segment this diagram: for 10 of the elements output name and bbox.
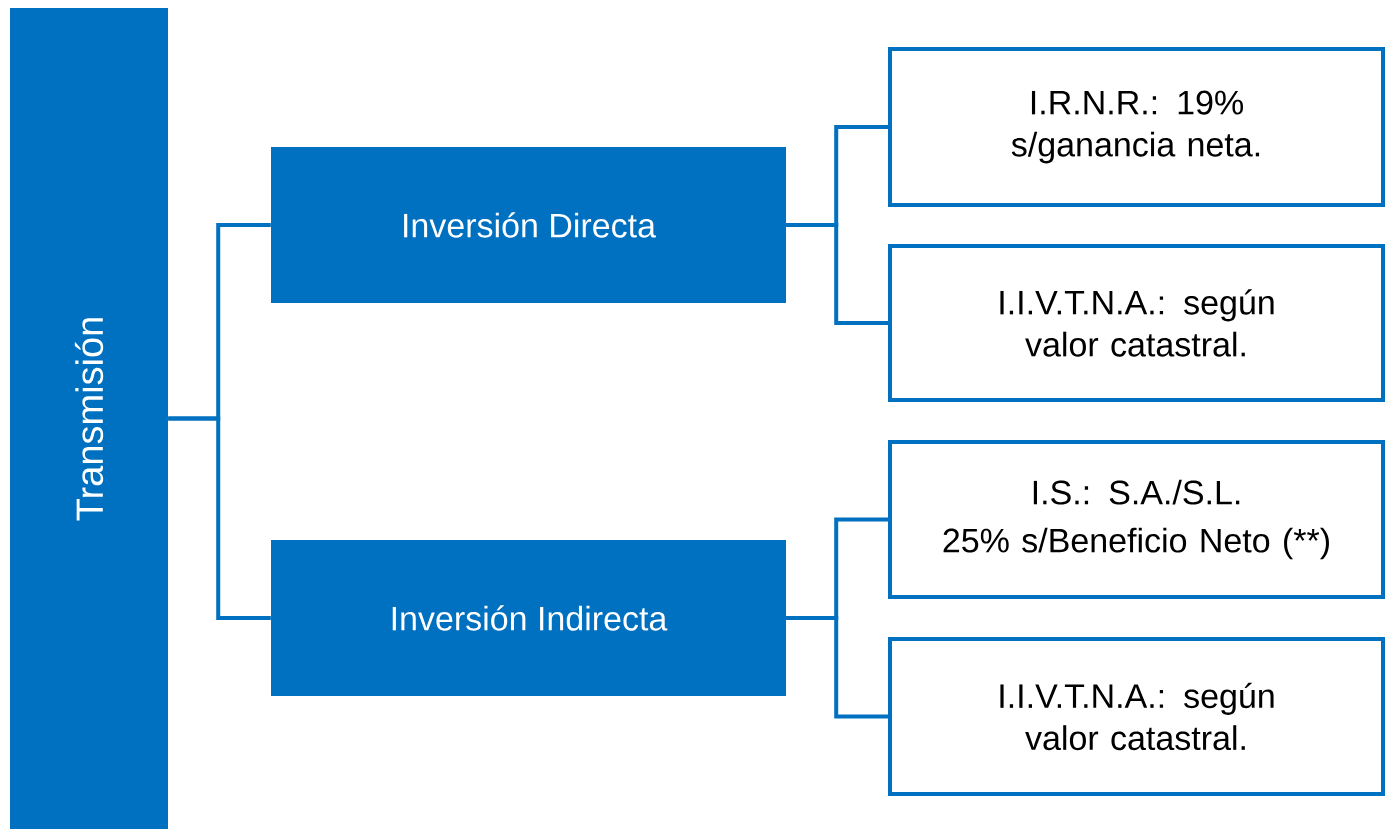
tax-box: I.S.: S.A./S.L. 25% s/Beneficio Neto (**) (888, 440, 1385, 599)
connector (786, 616, 888, 719)
tax-box: I.I.V.T.N.A.: según valor catastral. (888, 244, 1385, 402)
tax-box: I.I.V.T.N.A.: según valor catastral. (888, 637, 1385, 796)
tax-box: I.R.N.R.: 19% s/ganancia neta. (888, 47, 1385, 207)
connector (786, 223, 888, 325)
branch-box: Inversión Directa (271, 147, 786, 303)
category-bar: Transmisión (10, 8, 168, 829)
branch-box: Inversión Indirecta (271, 540, 786, 696)
connector (168, 416, 271, 620)
